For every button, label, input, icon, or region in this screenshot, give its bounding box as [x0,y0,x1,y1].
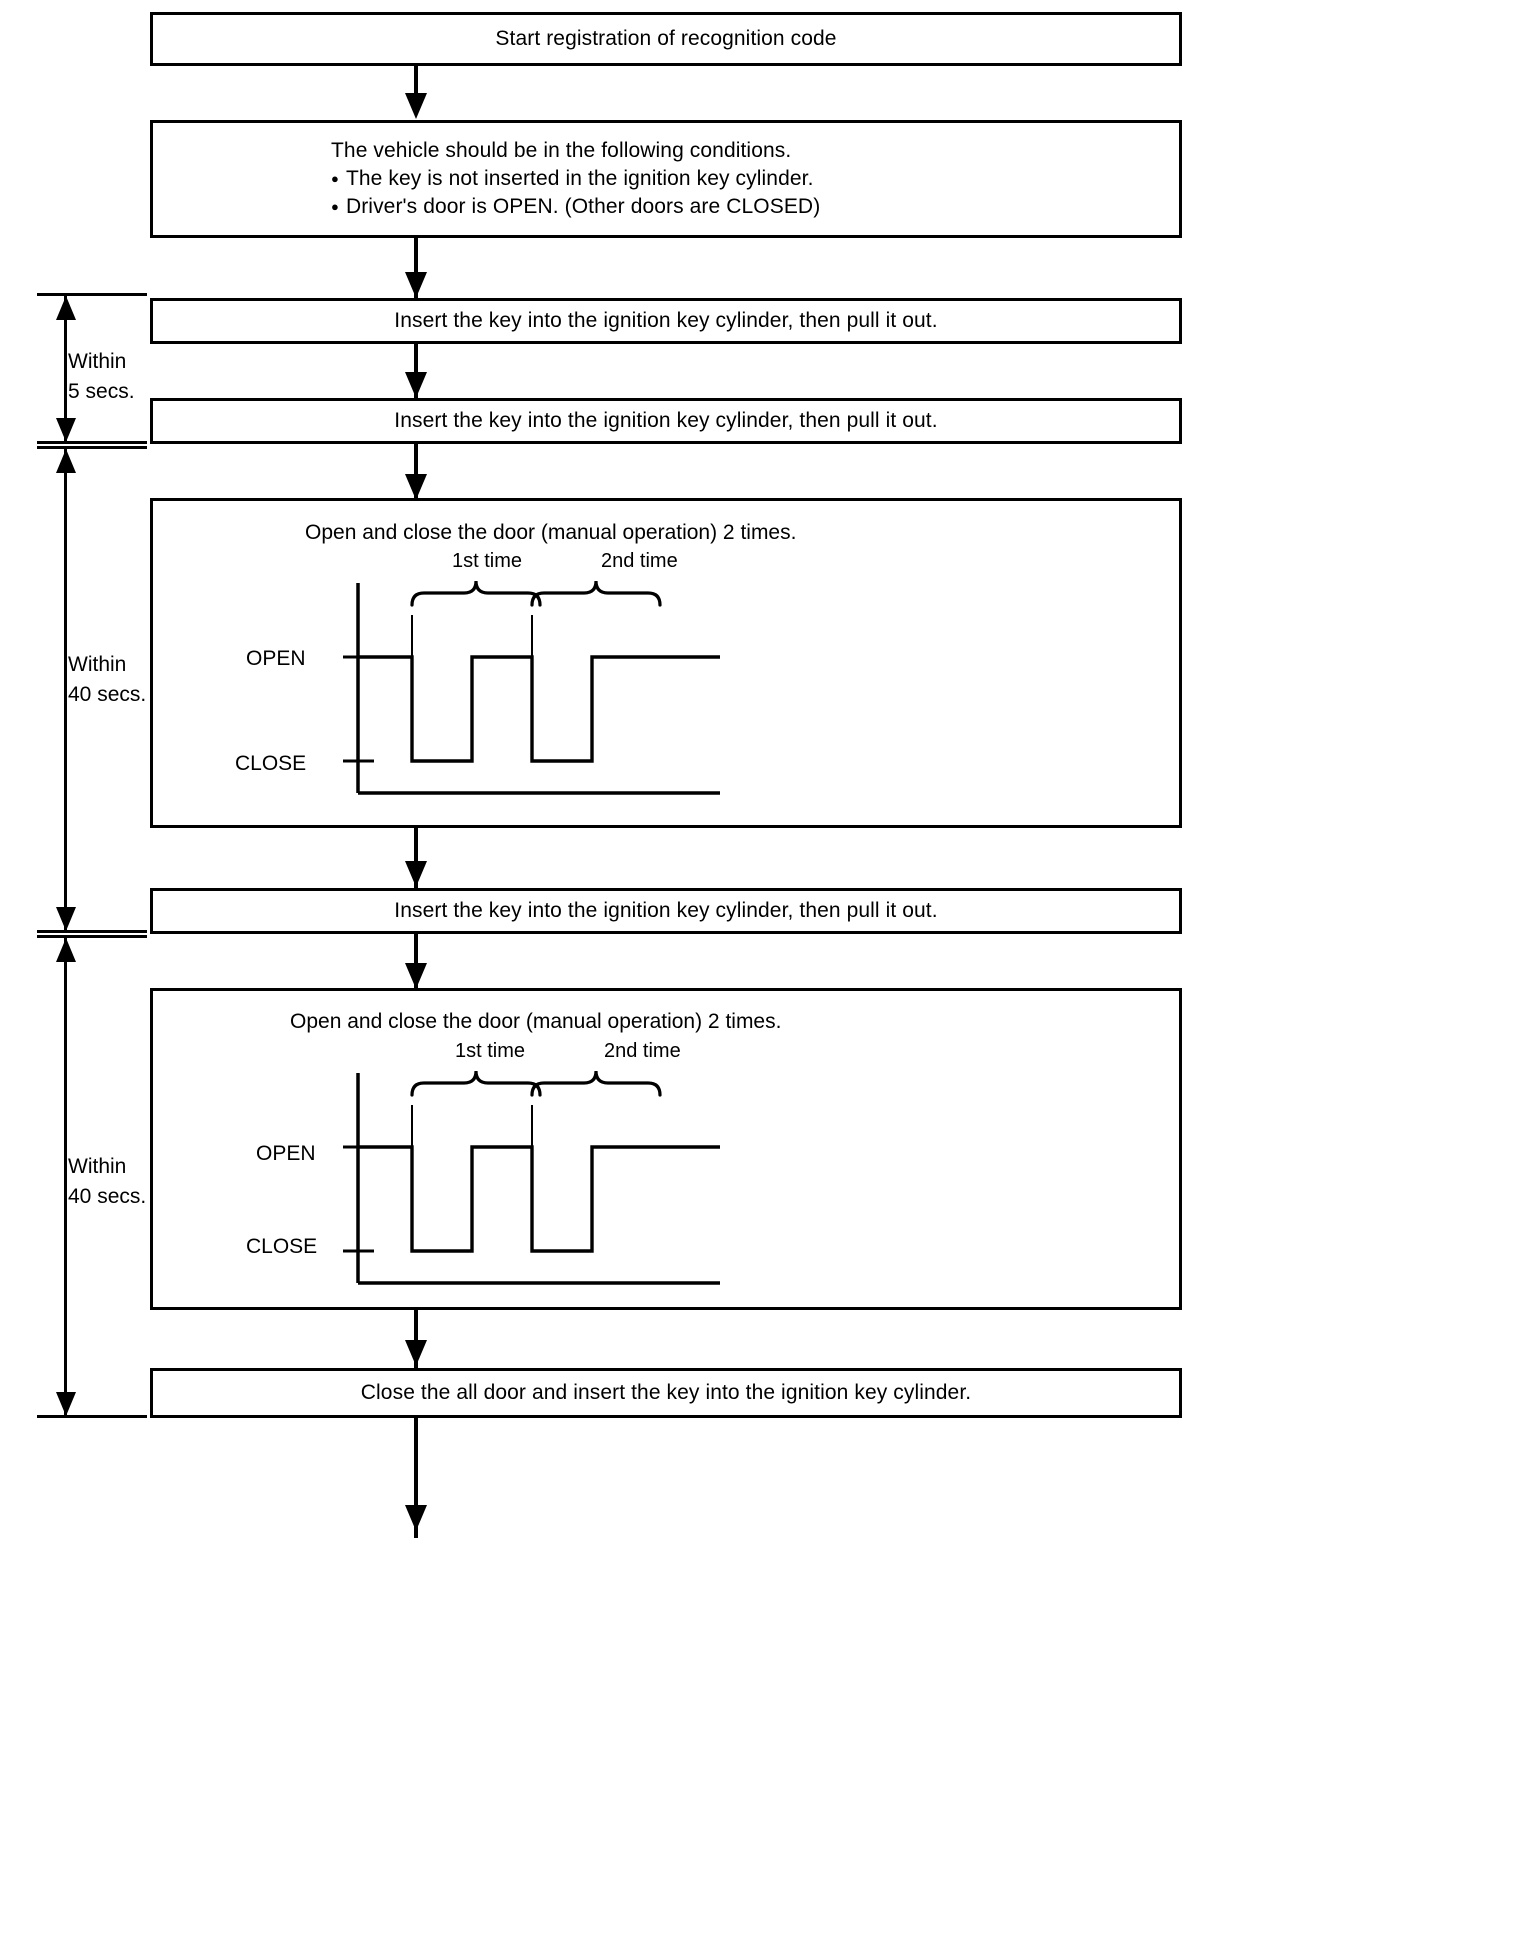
flowbox-conditions: The vehicle should be in the following c… [150,120,1182,238]
flowbox-chart-2 [150,988,1182,1310]
chart-1-bracket-2-label: 2nd time [601,550,678,572]
chart-1-close-label: CLOSE [235,752,307,775]
tick-within40a-bottom [37,930,147,933]
tick-within5-bottom [37,441,147,444]
bar-within40a [64,449,67,931]
timing-within40b-line1: Within [68,1155,127,1178]
flowbox-chart-1 [150,498,1182,828]
conditions-bullet-2: Driver's door is OPEN. (Other doors are … [153,193,820,221]
timing-within40b-line2: 40 secs. [68,1185,147,1209]
chart-2-waveform [343,1070,720,1285]
brace-2nd-time [530,1070,662,1097]
tick-within40b-top [37,935,147,938]
connector-start-to-conditions [414,66,418,106]
tick-within40b-bottom [37,1415,147,1418]
flowbox-insert-key-3-label: Insert the key into the ignition key cyl… [394,898,938,922]
connector-insert2-to-chart1 [414,444,418,502]
connector-conditions-to-insert1 [414,238,418,300]
conditions-heading: The vehicle should be in the following c… [331,138,792,162]
flowbox-final: Close the all door and insert the key in… [150,1368,1182,1418]
conditions-bullet-1: The key is not inserted in the ignition … [153,165,814,193]
chart-1-title: Open and close the door (manual operatio… [305,521,797,544]
connector-final-out [414,1418,418,1538]
door-state-waveform [358,1145,720,1253]
arrowhead-3 [405,372,427,398]
chart-1-bracket-1-label: 1st time [452,550,523,572]
bar-within40b [64,938,67,1416]
connector-insert3-to-chart2 [414,934,418,990]
timing-label-within5: Within 5 secs. [68,347,135,408]
chart-2-bracket-2-label: 2nd time [604,1040,681,1062]
tick-within5-top [37,293,147,296]
brace-1st-time [410,580,542,607]
chart-2-open-label: OPEN [256,1142,316,1165]
chart-2-close-label: CLOSE [246,1235,318,1258]
flowbox-start-label: Start registration of recognition code [495,26,837,50]
tick-within40a-top [37,446,147,449]
arrow-within40b-down [56,1392,76,1416]
bar-within5 [64,296,67,442]
arrow-within40b-up [56,938,76,962]
timing-within5-line1: Within [68,350,127,373]
arrow-within40a-up [56,449,76,473]
connector-chart2-to-final [414,1310,418,1368]
arrowhead-5 [405,861,427,887]
arrowhead-4 [405,474,427,500]
chart-2-title: Open and close the door (manual operatio… [290,1010,782,1033]
timing-label-within40a: Within 40 secs. [68,650,146,711]
flowbox-final-label: Close the all door and insert the key in… [360,1380,972,1404]
chart-1-open-label: OPEN [246,647,306,670]
flowbox-insert-key-1-label: Insert the key into the ignition key cyl… [394,308,938,332]
flowbox-insert-key-2: Insert the key into the ignition key cyl… [150,398,1182,444]
arrowhead-8 [405,1505,427,1531]
arrowhead-1 [405,93,427,119]
arrow-within5-down [56,418,76,442]
arrowhead-6 [405,963,427,989]
arrow-within5-up [56,296,76,320]
arrowhead-2 [405,272,427,298]
arrowhead-7 [405,1340,427,1366]
timing-within40a-line1: Within [68,653,127,676]
timing-label-within40b: Within 40 secs. [68,1152,146,1213]
connector-chart1-to-insert3 [414,828,418,890]
chart-2-bracket-1-label: 1st time [455,1040,526,1062]
door-state-waveform [358,655,720,763]
flowbox-insert-key-3: Insert the key into the ignition key cyl… [150,888,1182,934]
chart-1-waveform [343,580,720,795]
brace-2nd-time [530,580,662,607]
brace-1st-time [410,1070,542,1097]
flowbox-start: Start registration of recognition code [150,12,1182,66]
arrow-within40a-down [56,907,76,931]
flowbox-insert-key-1: Insert the key into the ignition key cyl… [150,298,1182,344]
timing-within40a-line2: 40 secs. [68,683,147,707]
timing-within5-line2: 5 secs. [68,380,135,404]
flowbox-insert-key-2-label: Insert the key into the ignition key cyl… [394,408,938,432]
